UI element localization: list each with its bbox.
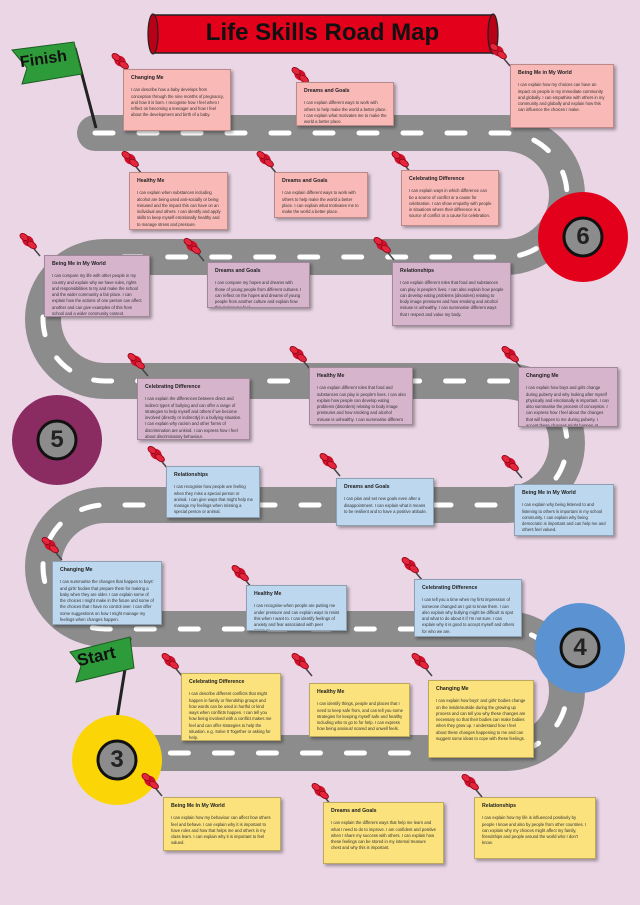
road-markings: [40, 130, 570, 756]
stage-3-circle: [72, 715, 162, 805]
page-title: Life Skills Road Map: [205, 19, 440, 46]
start-flag-icon: [69, 636, 135, 726]
stage-6-circle: [538, 192, 628, 282]
road: [25, 115, 585, 771]
stage-4-circle: [535, 603, 625, 693]
stage-5-circle: [12, 395, 102, 485]
finish-flag-icon: [11, 41, 98, 129]
stage-5-number: 5: [50, 426, 64, 453]
stage-4-number: 4: [573, 634, 587, 661]
stage-3-number: 3: [110, 746, 124, 773]
stage-6-number: 6: [576, 223, 590, 250]
